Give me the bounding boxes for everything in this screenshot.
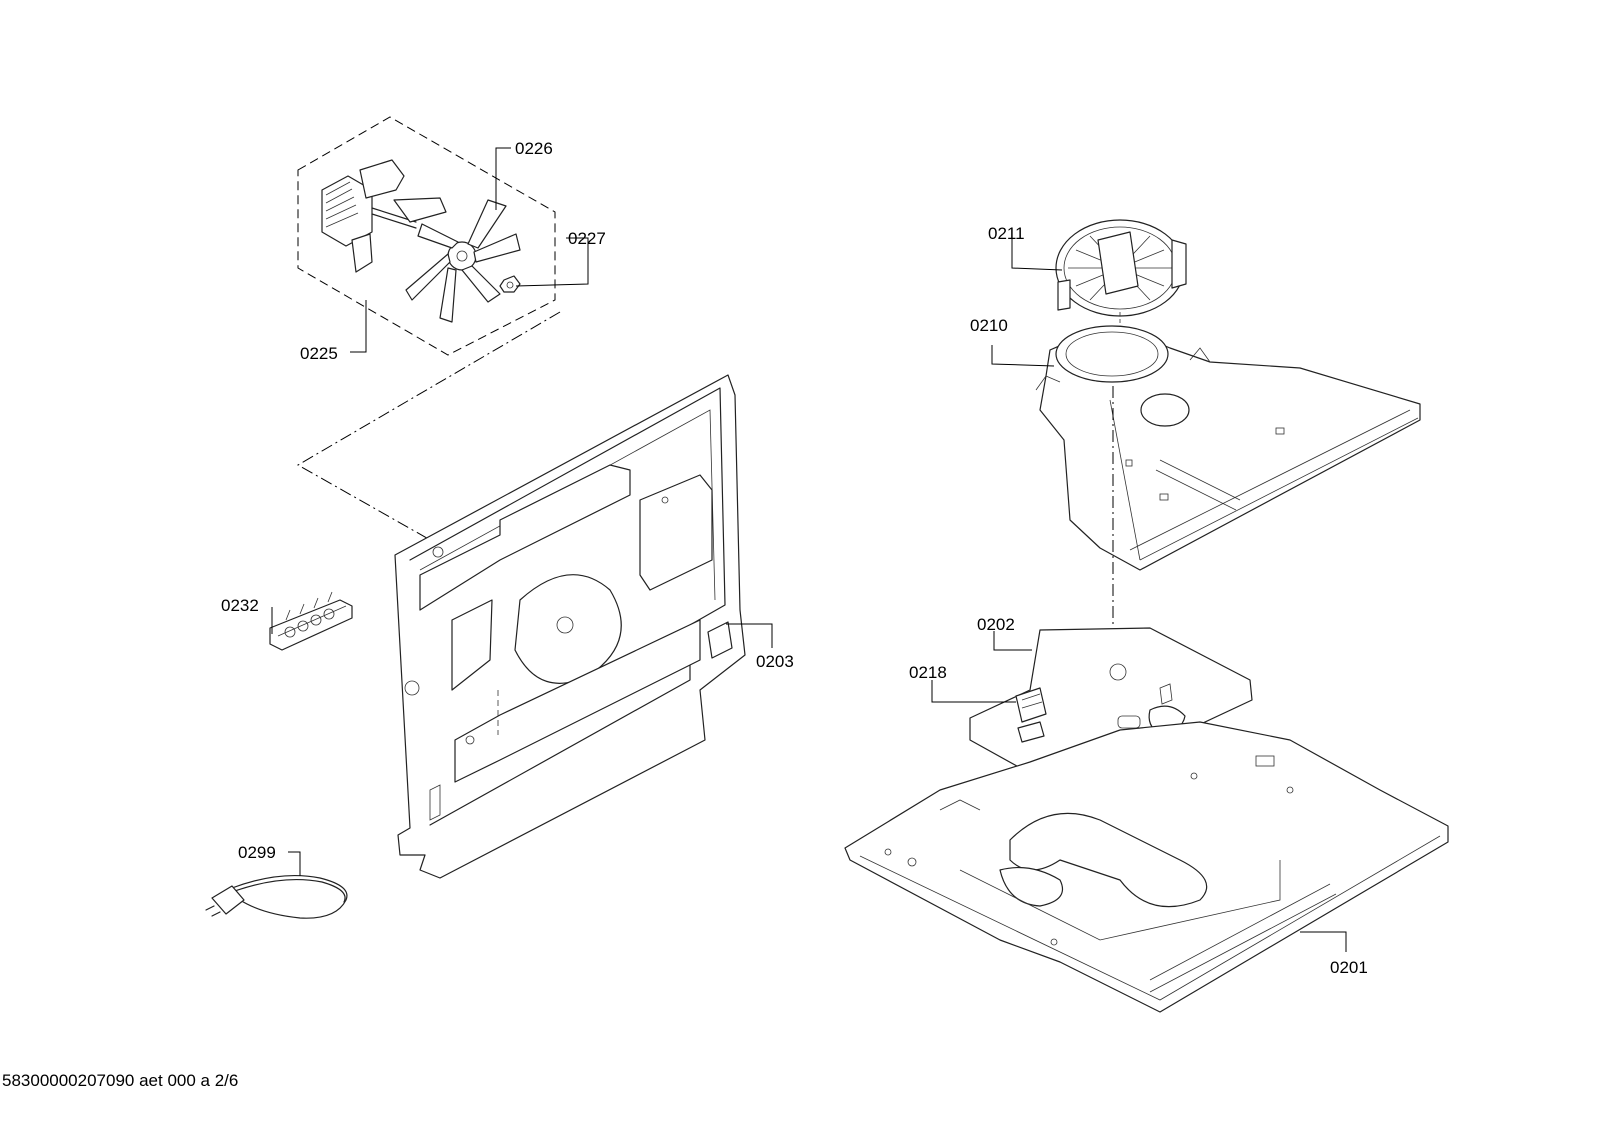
callout-labels: 0226 0227 0225 0211 0210 0232 0203 0202 …: [221, 139, 1368, 977]
callout-0225[interactable]: 0225: [300, 344, 338, 363]
callout-0226[interactable]: 0226: [515, 139, 553, 158]
callout-0218[interactable]: 0218: [909, 663, 947, 682]
fan-nut[interactable]: [499, 275, 521, 293]
callout-0203[interactable]: 0203: [756, 652, 794, 671]
back-panel[interactable]: [394, 374, 746, 879]
callout-0232[interactable]: 0232: [221, 596, 259, 615]
callout-0211[interactable]: 0211: [988, 224, 1025, 243]
cooling-fan[interactable]: [1055, 219, 1187, 330]
bottom-plate[interactable]: [844, 721, 1449, 1013]
fan-motor[interactable]: [321, 159, 447, 273]
callout-0202[interactable]: 0202: [977, 615, 1015, 634]
callout-0299[interactable]: 0299: [238, 843, 276, 862]
leader-lines: [271, 147, 1347, 952]
callout-0227[interactable]: 0227: [568, 229, 606, 248]
fan-housing-duct[interactable]: [1035, 325, 1421, 571]
callout-0201[interactable]: 0201: [1330, 958, 1368, 977]
terminal-block[interactable]: [269, 591, 353, 651]
callout-0210[interactable]: 0210: [970, 316, 1008, 335]
power-cord[interactable]: [205, 874, 348, 919]
fan-motor-assembly[interactable]: [297, 116, 556, 356]
fan-blade[interactable]: [405, 199, 521, 323]
assembly-group-outline: [297, 116, 556, 356]
sensor-clip[interactable]: [1015, 687, 1047, 743]
document-reference-code: 58300000207090 aet 000 a 2/6: [2, 1071, 238, 1090]
